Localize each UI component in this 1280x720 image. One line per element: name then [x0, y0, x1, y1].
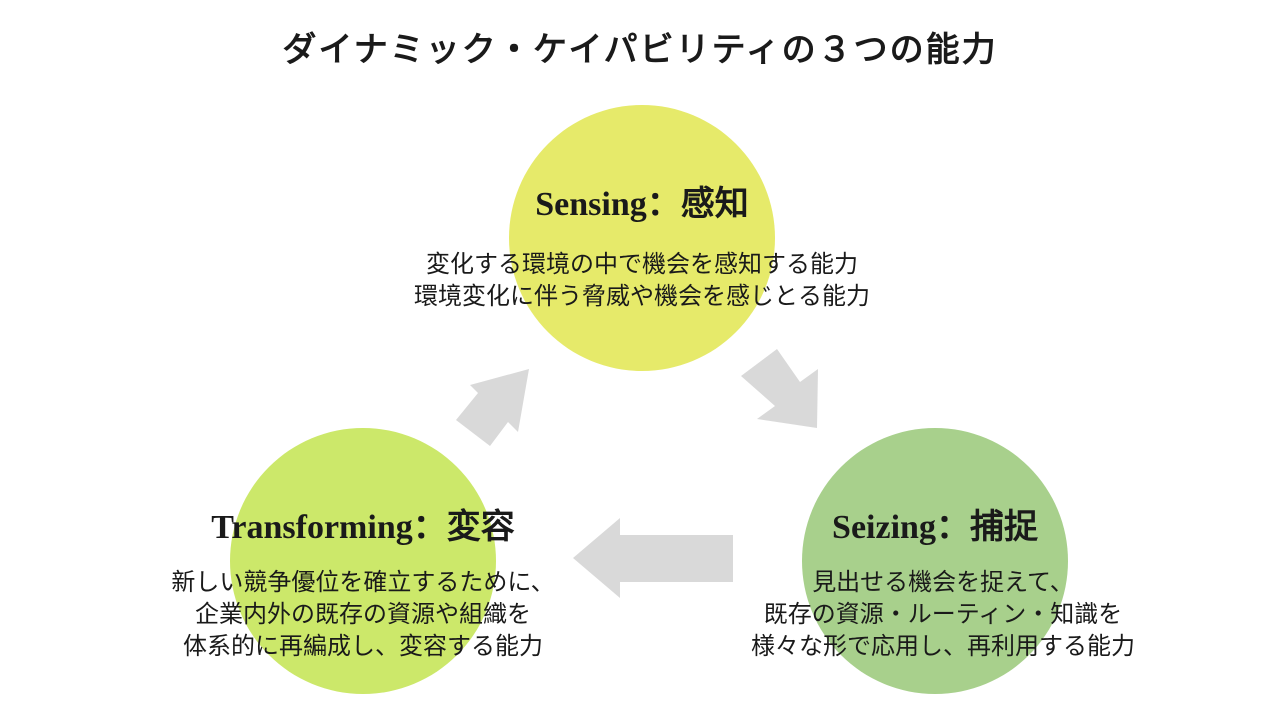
sensing-circle: [509, 105, 775, 371]
transforming-circle: [230, 428, 496, 694]
sensing-line-1: 変化する環境の中で機会を感知する能力: [426, 250, 858, 278]
seizing-line-1: 見出せる機会を捉えて、: [812, 568, 1074, 596]
sensing-description: 変化する環境の中で機会を感知する能力 環境変化に伴う脅威や機会を感じとる能力: [342, 248, 942, 312]
seizing-heading: Seizing：捕捉: [832, 509, 1038, 546]
arrow-sensing-to-seizing: [741, 349, 818, 428]
transforming-line-3: 体系的に再編成し、変容する能力: [183, 632, 543, 660]
sensing-heading: Sensing：感知: [535, 186, 749, 223]
seizing-line-2: 既存の資源・ルーティン・知識を: [763, 600, 1123, 628]
transforming-heading: Transforming：変容: [211, 509, 515, 546]
seizing-line-3: 様々な形で応用し、再利用する能力: [751, 632, 1135, 660]
arrow-seizing-to-transforming: [573, 518, 733, 598]
transforming-line-2: 企業内外の既存の資源や組織を: [195, 600, 531, 628]
transforming-line-1: 新しい競争優位を確立するために、: [171, 568, 555, 596]
arrow-transforming-to-sensing: [456, 369, 529, 446]
transforming-description: 新しい競争優位を確立するために、 企業内外の既存の資源や組織を 体系的に再編成し…: [133, 566, 593, 662]
seizing-circle: [802, 428, 1068, 694]
seizing-description: 見出せる機会を捉えて、 既存の資源・ルーティン・知識を 様々な形で応用し、再利用…: [708, 566, 1178, 662]
diagram-title: ダイナミック・ケイパビリティの３つの能力: [282, 30, 998, 70]
sensing-line-2: 環境変化に伴う脅威や機会を感じとる能力: [414, 282, 870, 310]
